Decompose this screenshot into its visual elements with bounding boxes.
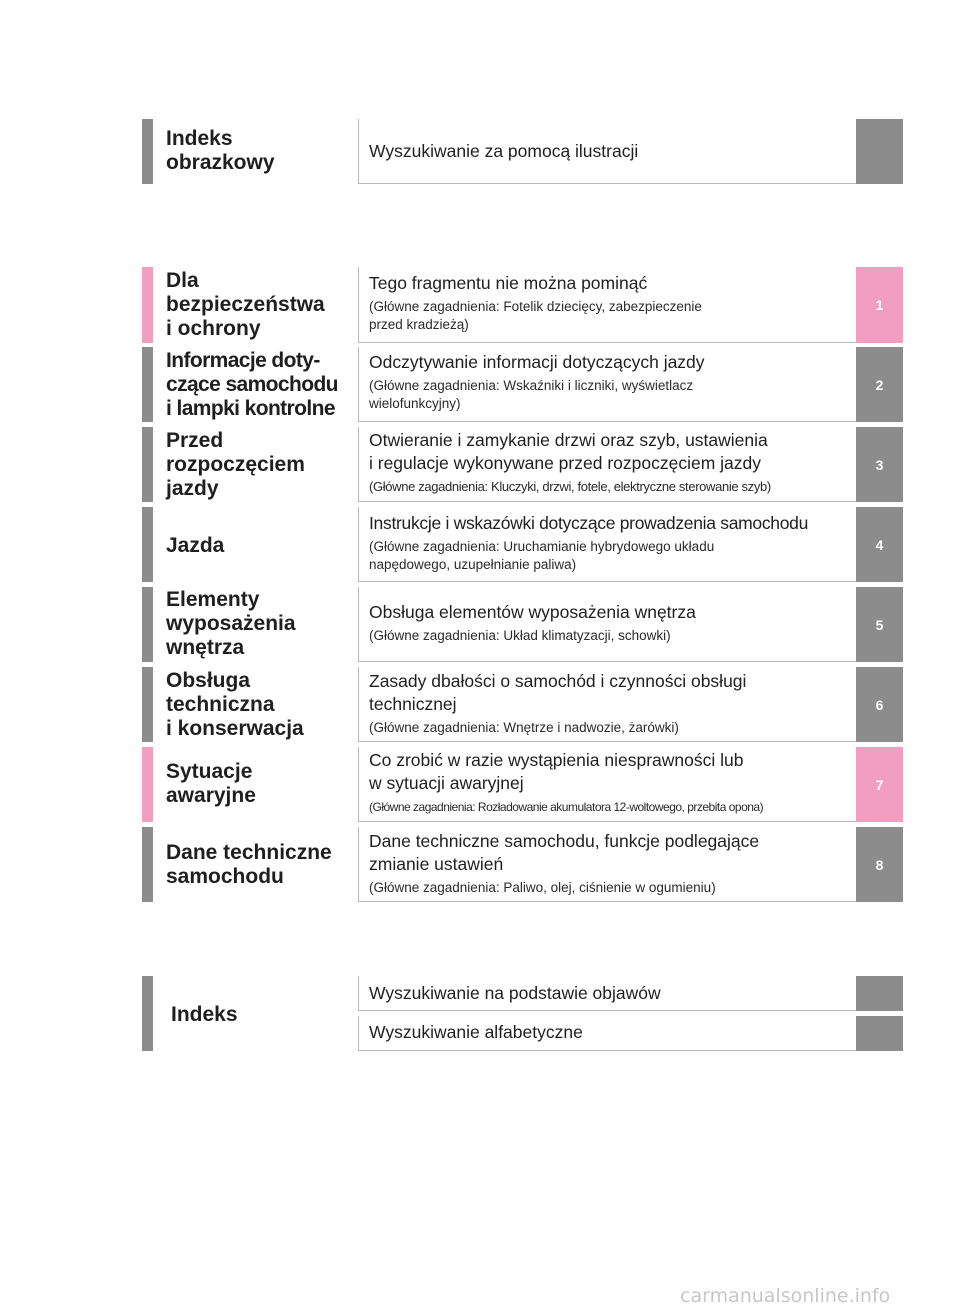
chapter-tab[interactable]: 7 [856, 747, 903, 822]
index-item-alphabetical[interactable]: Wyszukiwanie alfabetyczne [0, 1016, 960, 1051]
section-description: Wyszukiwanie za pomocą ilustracji [369, 141, 639, 161]
chapter-title: Jazda [166, 534, 225, 557]
chapter-topics: (Główne zagadnienia: Wskaźniki i licznik… [369, 378, 694, 411]
chapter-main-text: Instrukcje i wskazówki dotyczące prowadz… [369, 513, 809, 533]
chapter-description-box: Otwieranie i zamykanie drzwi oraz szyb, … [358, 427, 856, 502]
index-item-symptoms[interactable]: Wyszukiwanie na podstawie objawów [0, 976, 960, 1011]
chapter-tab[interactable]: 8 [856, 827, 903, 902]
chapter-tab[interactable]: 1 [856, 267, 903, 343]
chapter-description-box: Zasady dbałości o samochód i czynności o… [358, 667, 856, 742]
index-title: Indeks [171, 1003, 238, 1026]
chapter-bar [142, 747, 153, 822]
chapter-description-box: Dane techniczne samochodu, funkcje podle… [358, 827, 856, 902]
chapter-title: Dane techniczne samochodu [166, 841, 332, 888]
chapter-main-text: Dane techniczne samochodu, funkcje podle… [369, 831, 760, 874]
section-title: Indeks obrazkowy [166, 127, 275, 174]
index-item-box: Wyszukiwanie na podstawie objawów [358, 976, 856, 1011]
index-item-tab[interactable] [856, 1016, 903, 1051]
chapter-topics: (Główne zagadnienia: Układ klimatyzacji,… [369, 628, 671, 643]
chapter-row-1[interactable]: Dla bezpieczeństwa i ochrony Tego fragme… [0, 267, 960, 343]
section-bar [142, 119, 153, 184]
chapter-topics: (Główne zagadnienia: Wnętrze i nadwozie,… [369, 720, 679, 735]
chapter-tab[interactable]: 4 [856, 507, 903, 582]
chapter-bar [142, 667, 153, 742]
chapter-main-text: Co zrobić w razie wystąpienia niesprawno… [369, 750, 744, 793]
index-item-tab[interactable] [856, 976, 903, 1011]
chapter-main-text: Odczytywanie informacji dotyczących jazd… [369, 352, 705, 372]
chapter-title: Przed rozpoczęciem jazdy [166, 429, 305, 500]
chapter-main-text: Otwieranie i zamykanie drzwi oraz szyb, … [369, 430, 768, 473]
chapter-title: Elementy wyposażenia wnętrza [166, 588, 296, 659]
section-description-box: Wyszukiwanie za pomocą ilustracji [358, 119, 856, 184]
chapter-bar [142, 507, 153, 582]
chapter-bar [142, 267, 153, 343]
chapter-tab[interactable]: 3 [856, 427, 903, 502]
chapter-title: Sytuacje awaryjne [166, 760, 256, 807]
chapter-row-5[interactable]: Elementy wyposażenia wnętrza Obsługa ele… [0, 587, 960, 662]
chapter-description-box: Tego fragmentu nie można pominąć (Główne… [358, 267, 856, 343]
chapter-topics: (Główne zagadnienia: Rozładowanie akumul… [369, 800, 764, 814]
index-item-label: Wyszukiwanie na podstawie objawów [369, 983, 661, 1003]
index-item-box: Wyszukiwanie alfabetyczne [358, 1016, 856, 1051]
chapter-description-box: Instrukcje i wskazówki dotyczące prowadz… [358, 507, 856, 582]
chapter-main-text: Zasady dbałości o samochód i czynności o… [369, 671, 747, 714]
index-bar [142, 976, 153, 1051]
chapter-row-3[interactable]: Przed rozpoczęciem jazdy Otwieranie i za… [0, 427, 960, 502]
chapter-row-6[interactable]: Obsługa techniczna i konserwacja Zasady … [0, 667, 960, 742]
chapter-title: Obsługa techniczna i konserwacja [166, 669, 304, 740]
chapter-row-8[interactable]: Dane techniczne samochodu Dane techniczn… [0, 827, 960, 902]
chapter-title: Informacje doty- czące samochodu i lampk… [166, 349, 339, 420]
chapter-tab[interactable]: 6 [856, 667, 903, 742]
chapter-topics: (Główne zagadnienia: Kluczyki, drzwi, fo… [369, 479, 771, 494]
chapter-title: Dla bezpieczeństwa i ochrony [166, 269, 325, 340]
index-item-label: Wyszukiwanie alfabetyczne [369, 1022, 583, 1042]
chapter-bar [142, 827, 153, 902]
chapter-description-box: Obsługa elementów wyposażenia wnętrza (G… [358, 587, 856, 662]
chapter-topics: (Główne zagadnienia: Uruchamianie hybryd… [369, 539, 715, 572]
footer-watermark: carmanualsonline.info [680, 1285, 891, 1307]
chapter-main-text: Obsługa elementów wyposażenia wnętrza [369, 602, 696, 622]
chapter-row-4[interactable]: Jazda Instrukcje i wskazówki dotyczące p… [0, 507, 960, 582]
chapter-bar [142, 427, 153, 502]
chapter-tab[interactable]: 2 [856, 347, 903, 422]
chapter-bar [142, 347, 153, 422]
chapter-main-text: Tego fragmentu nie można pominąć [369, 273, 648, 293]
chapter-description-box: Co zrobić w razie wystąpienia niesprawno… [358, 747, 856, 822]
chapter-bar [142, 587, 153, 662]
chapter-description-box: Odczytywanie informacji dotyczących jazd… [358, 347, 856, 422]
chapter-topics: (Główne zagadnienia: Fotelik dziecięcy, … [369, 299, 702, 332]
chapter-tab[interactable]: 5 [856, 587, 903, 662]
chapter-topics: (Główne zagadnienia: Paliwo, olej, ciśni… [369, 880, 716, 895]
chapter-row-2[interactable]: Informacje doty- czące samochodu i lampk… [0, 347, 960, 422]
chapter-row-7[interactable]: Sytuacje awaryjne Co zrobić w razie wyst… [0, 747, 960, 822]
index-section: Indeks Wyszukiwanie na podstawie objawów… [0, 976, 960, 1051]
section-tab[interactable] [856, 119, 903, 184]
picture-index-row[interactable]: Indeks obrazkowy Wyszukiwanie za pomocą … [0, 119, 960, 184]
